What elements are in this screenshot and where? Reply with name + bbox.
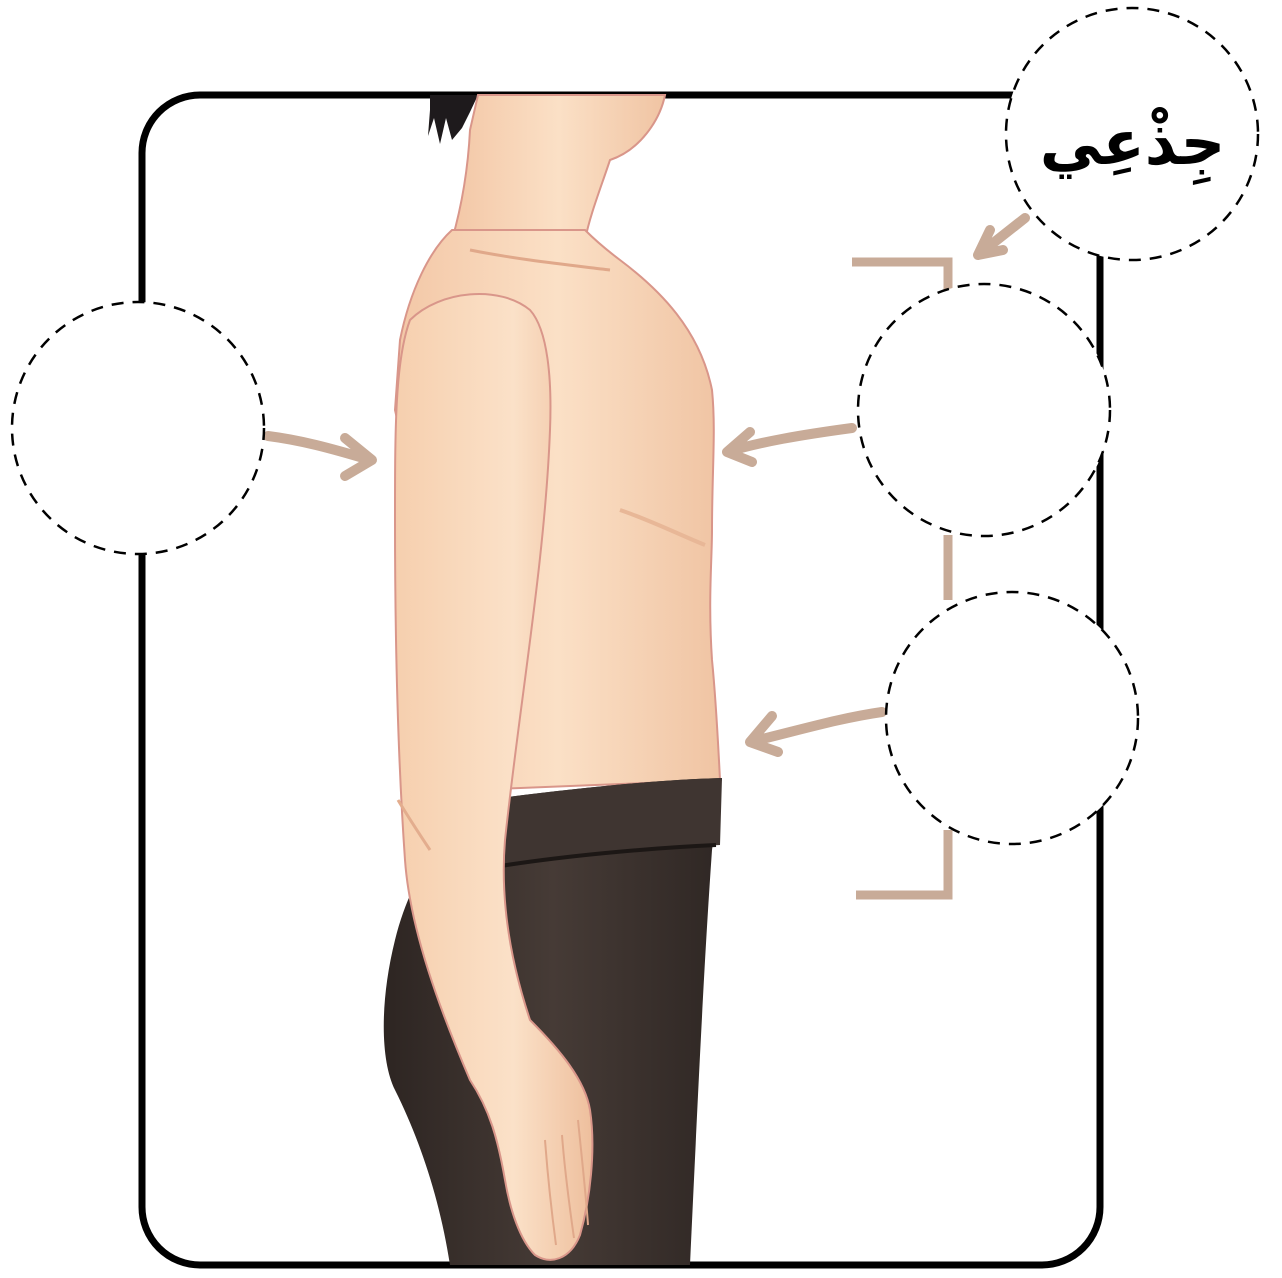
label-circle-left xyxy=(12,302,264,554)
arrow-to-arm xyxy=(268,436,372,476)
arrow-to-top-label xyxy=(978,218,1025,255)
neck xyxy=(452,95,665,240)
label-circle-chest xyxy=(858,284,1110,536)
label-circle-belly xyxy=(886,592,1138,844)
torso-illustration xyxy=(384,95,722,1265)
title-label: جِذْعِي xyxy=(1010,82,1255,202)
arrow-to-chest xyxy=(727,428,852,462)
arrow-to-belly xyxy=(750,712,882,752)
